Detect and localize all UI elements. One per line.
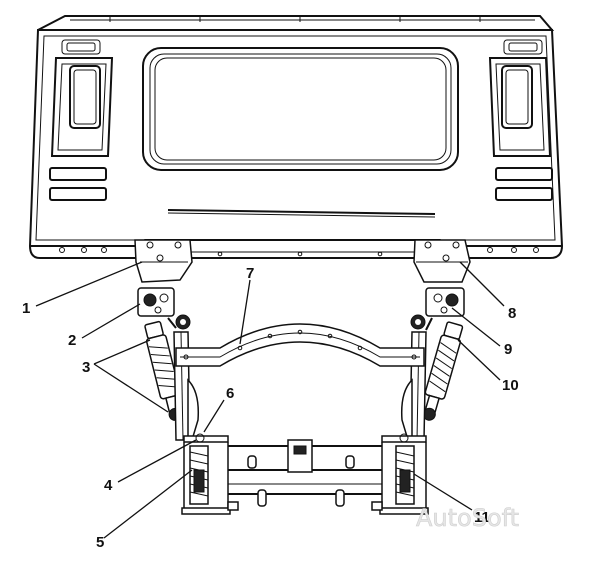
cab-rear-panel xyxy=(28,15,564,259)
watermark-text: AutoSoft xyxy=(416,504,519,532)
leader-7 xyxy=(239,279,251,345)
leader-4 xyxy=(117,439,197,483)
leader-3b xyxy=(93,363,169,413)
leader-1 xyxy=(35,261,143,307)
leader-11 xyxy=(413,473,473,511)
leader-8 xyxy=(459,261,505,307)
callout-9: 9 xyxy=(504,341,512,358)
leader-9 xyxy=(451,307,501,347)
right-suspension xyxy=(379,239,471,515)
callout-8: 8 xyxy=(508,305,516,322)
callout-11: 11 xyxy=(474,509,490,526)
leader-lines xyxy=(35,261,505,539)
cross-member xyxy=(175,323,425,367)
callout-labels: 1 2 3 4 5 6 7 8 9 10 11 xyxy=(22,265,519,551)
leader-5 xyxy=(103,469,193,539)
leader-3a xyxy=(93,339,151,365)
callout-2: 2 xyxy=(68,332,76,349)
callout-5: 5 xyxy=(96,534,104,551)
left-suspension xyxy=(134,239,231,515)
callout-6: 6 xyxy=(226,385,234,402)
callout-3: 3 xyxy=(82,359,90,376)
leader-10 xyxy=(457,339,501,381)
callout-1: 1 xyxy=(22,300,30,317)
leader-2 xyxy=(81,303,141,339)
callout-4: 4 xyxy=(104,477,113,494)
leader-6 xyxy=(203,399,225,433)
callout-7: 7 xyxy=(246,265,254,282)
lower-frame xyxy=(227,438,383,511)
callout-10: 10 xyxy=(502,377,519,394)
